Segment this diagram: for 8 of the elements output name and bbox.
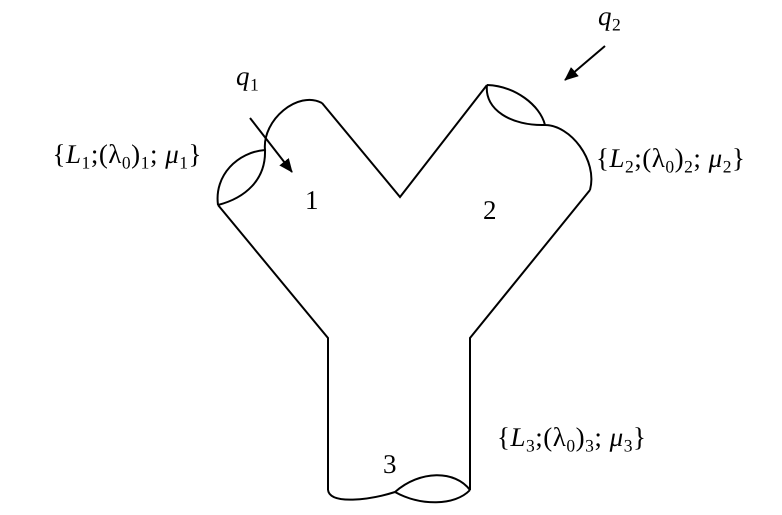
branch-number: 1 <box>305 186 319 216</box>
branch-number: 3 <box>383 450 397 480</box>
parameter-label: {L$_{3}$;(λ$_{0}$)$_{3}$; μ$_{3}$} <box>497 423 646 453</box>
branch-number: 2 <box>483 196 497 226</box>
parameter-label: {L$_{1}$;(λ$_{0}$)$_{1}$; μ$_{1}$} <box>52 140 202 170</box>
flow-label: q$_{1}$ <box>236 62 260 92</box>
parameter-label: {L$_{2}$;(λ$_{0}$)$_{2}$; μ$_{2}$} <box>596 144 746 174</box>
flow-label: q$_{2}$ <box>598 2 622 32</box>
